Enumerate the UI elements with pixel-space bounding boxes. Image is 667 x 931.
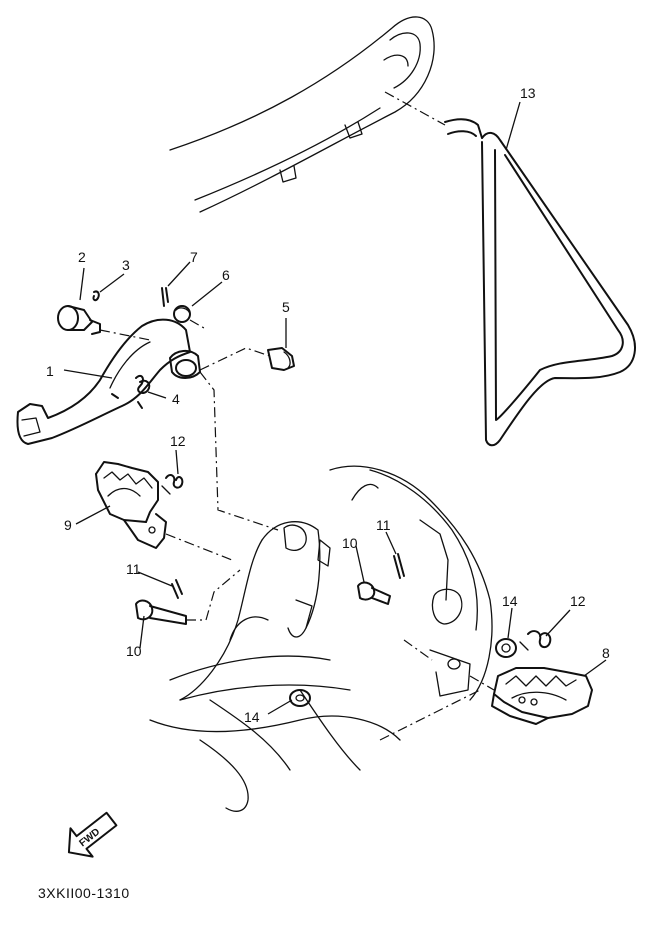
collar-6 xyxy=(173,305,191,323)
callout-11-left: 11 xyxy=(126,561,141,577)
footrest-left xyxy=(95,461,167,549)
cotter-pin xyxy=(161,287,169,307)
spring-left xyxy=(161,474,184,495)
spring-right xyxy=(519,630,552,651)
callout-14-center: 14 xyxy=(244,709,260,725)
callout-3: 3 xyxy=(122,257,130,273)
assembly-lines-upper xyxy=(99,319,279,531)
frame-lower-outline xyxy=(149,465,493,812)
callout-7: 7 xyxy=(190,249,198,265)
callout-10-left: 10 xyxy=(126,643,142,659)
callout-1: 1 xyxy=(46,363,54,379)
fwd-arrow-icon: FWD xyxy=(67,811,118,858)
callout-13: 13 xyxy=(520,85,536,101)
pin-right xyxy=(357,553,405,605)
assembly-lines-right xyxy=(403,639,495,691)
footrest-right xyxy=(491,667,593,725)
callout-5: 5 xyxy=(282,299,290,315)
callout-14-right: 14 xyxy=(502,593,518,609)
callout-2: 2 xyxy=(78,249,86,265)
pivot-bolt xyxy=(57,305,101,335)
side-stand xyxy=(384,91,636,447)
callout-10-right: 10 xyxy=(342,535,358,551)
callout-9: 9 xyxy=(64,517,72,533)
washer-3 xyxy=(92,290,100,302)
return-spring xyxy=(111,374,151,409)
frame-top-outline xyxy=(169,16,435,213)
callout-leaders xyxy=(63,101,607,715)
callout-6: 6 xyxy=(222,267,230,283)
callout-12-left: 12 xyxy=(170,433,186,449)
drawing-code: 3XKII00-1310 xyxy=(38,885,130,901)
assembly-lines-left xyxy=(165,533,241,621)
callout-12-right: 12 xyxy=(570,593,586,609)
callout-8: 8 xyxy=(602,645,610,661)
callout-11-right: 11 xyxy=(376,517,391,533)
brake-pedal xyxy=(16,318,201,445)
washer-center xyxy=(289,689,311,707)
washer-right xyxy=(495,638,517,658)
callouts: 1 2 3 4 5 6 7 8 9 10 10 11 11 12 12 13 1… xyxy=(46,85,610,725)
bolt-5 xyxy=(267,347,295,371)
callout-4: 4 xyxy=(172,391,180,407)
